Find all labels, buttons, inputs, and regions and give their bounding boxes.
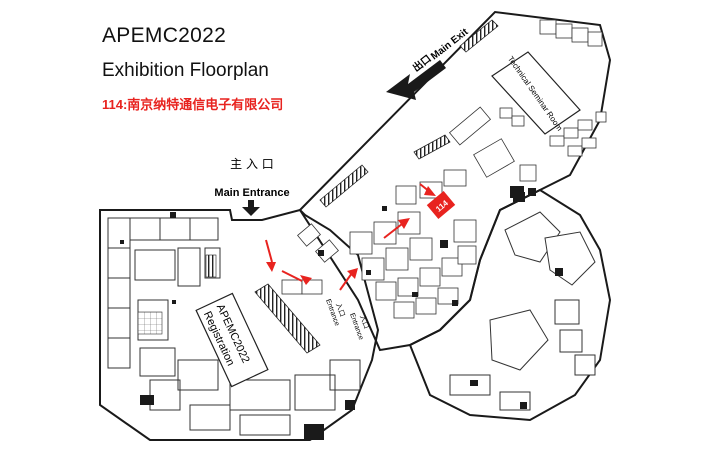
red-arrow-icon	[265, 183, 436, 291]
escalator-strips	[254, 19, 499, 354]
right-wing-rooms	[449, 211, 596, 411]
page-title: APEMC2022	[102, 24, 227, 47]
left-building	[99, 208, 380, 441]
booth-grid	[281, 106, 537, 319]
registration-area	[195, 292, 269, 388]
main-entrance-label-cn: 主 入 口	[230, 157, 274, 171]
technical-seminar-room: Technical Seminar Room	[491, 51, 581, 135]
page-subtitle: Exhibition Floorplan	[102, 60, 269, 81]
booth-note: 114:南京纳特通信电子有限公司	[102, 97, 284, 112]
arrow-icon	[386, 60, 446, 100]
arrow-down-icon	[242, 200, 260, 216]
right-wing	[408, 188, 612, 422]
left-rooms	[107, 217, 361, 436]
right-wing-fills	[470, 188, 563, 409]
left-fills	[120, 212, 355, 440]
booth-114-highlight: 114	[426, 191, 456, 219]
seminar-small-rooms	[499, 19, 607, 157]
main-entrance-label-en: Main Entrance	[214, 187, 289, 199]
stage-left	[137, 311, 163, 335]
